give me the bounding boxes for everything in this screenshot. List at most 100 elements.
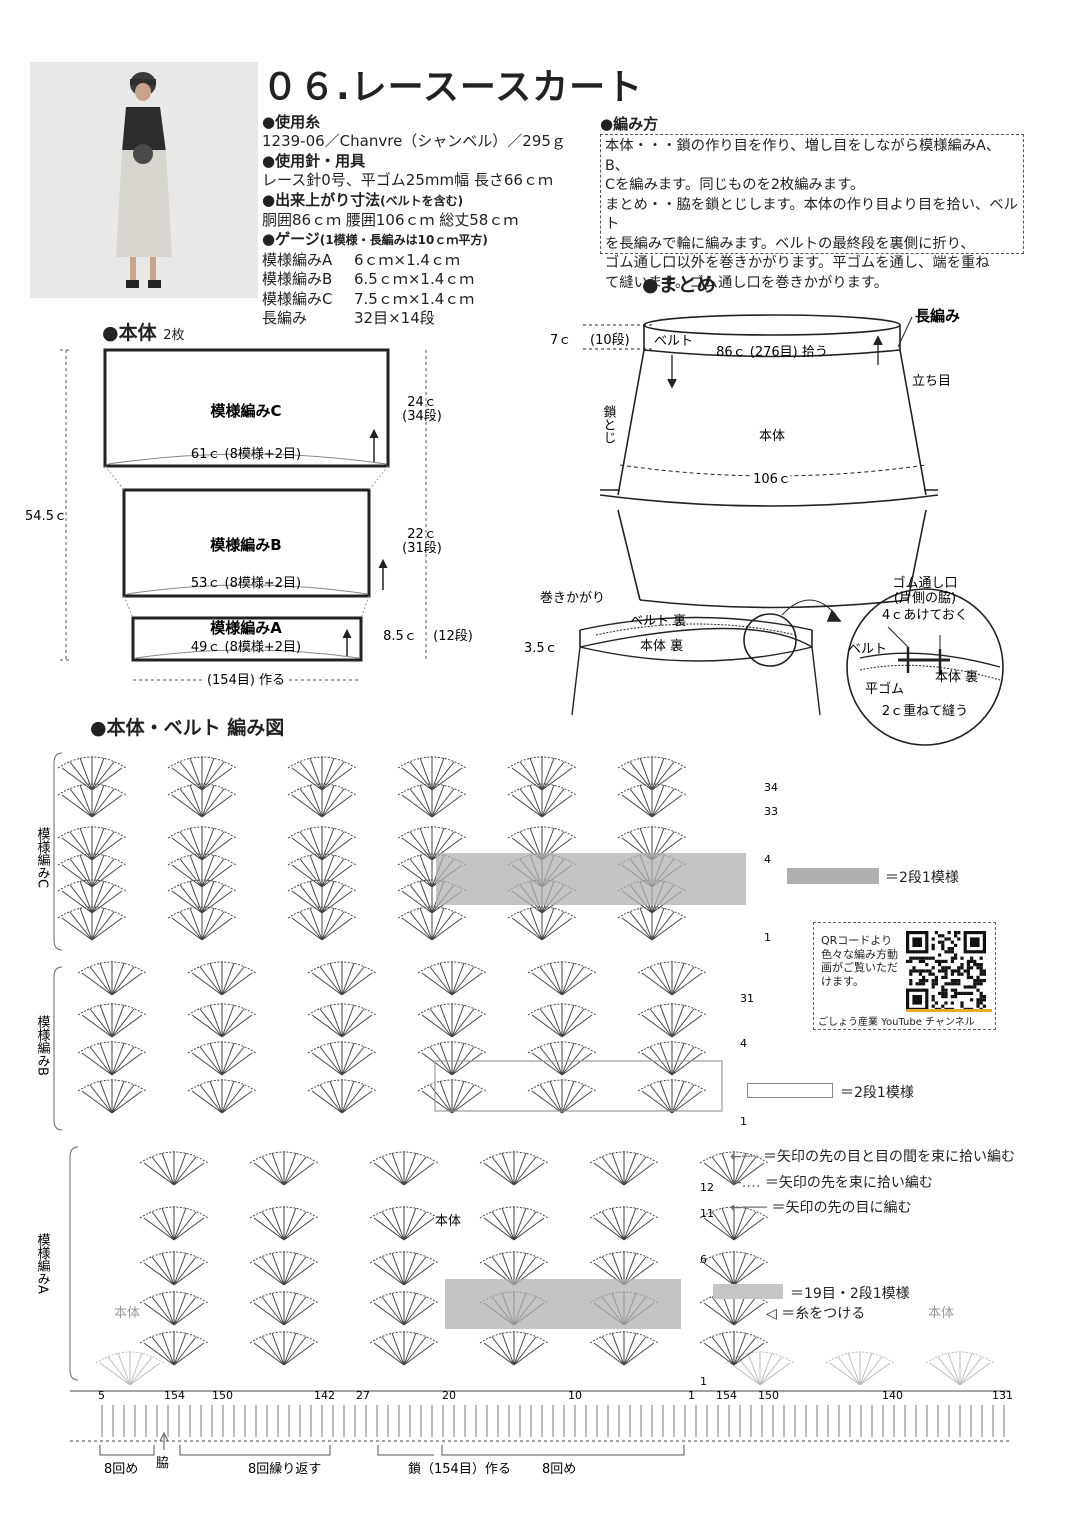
side-body-left: 本体 [114, 1306, 140, 1321]
panel-a-width: 49ｃ (8模様+2目) [191, 640, 301, 655]
side-label-b: 模様編みB [35, 1015, 51, 1076]
matome-heading: ●まとめ [642, 274, 716, 296]
body-label: 本体 [759, 429, 785, 444]
belt-rows: (10段) [590, 333, 630, 348]
stitch-chart: 模様編みC 模様編みB 模様編みA 本体 本体 本体 34 33 4 1 31 [35, 752, 1013, 1477]
stitch-num: 154 [164, 1389, 185, 1402]
panel-b-rows: (31段) [402, 541, 442, 556]
start-chain: (154目) 作る [207, 673, 285, 688]
stitch-num: 140 [882, 1389, 903, 1402]
qr-caption: ごしょう産業 YouTube チャンネル [818, 1017, 975, 1028]
method-line: 本体・・・鎖の作り目を作り、増し目をしながら模様編みA、B、 [605, 138, 1001, 174]
pattern-c-rows [58, 756, 686, 940]
bottom-repeat-right: 8回め [542, 1462, 576, 1477]
c-repeat-highlight [436, 853, 746, 905]
yarn-value: 1239-06／Chanvre（シャンベル）／295ｇ [262, 132, 566, 151]
row-num: 4 [764, 853, 771, 866]
a-repeat-highlight [445, 1279, 681, 1329]
qr-text: QRコードより色々な編み方動画がご覧いただけます。 [821, 934, 898, 988]
row-num: 11 [700, 1207, 714, 1220]
side-label-c: 模様編みC [35, 827, 51, 888]
model-photo [30, 62, 258, 298]
svg-text:立ち目: 立ち目 [912, 374, 951, 389]
side-body-right: 本体 [928, 1306, 954, 1321]
method-line: を長編みで輪に編みます。ベルトの最終段を裏側に折り、 [605, 235, 975, 252]
row-num: 4 [740, 1037, 747, 1050]
method-line: まとめ・・脇を鎖とじします。本体の作り目より目を拾い、ベルト [605, 196, 1018, 233]
turning-chain: 立ち目 [912, 374, 951, 389]
pattern-a-rows [140, 1151, 768, 1365]
elastic: 平ゴム [865, 681, 904, 697]
b-repeat-frame [434, 1060, 723, 1112]
stitch-num: 10 [568, 1389, 582, 1402]
method-line: ゴム通し口以外を巻きかがります。平ゴムを通し、端を重ね [605, 255, 990, 271]
needles-value: レース針0号、平ゴム25mm幅 長さ66ｃｍ [262, 171, 553, 190]
method-box: 本体・・・鎖の作り目を作り、増し目をしながら模様編みA、B、 Cを編みます。同じ… [600, 134, 1024, 291]
legend-arrow-between: ←┄┄ ＝矢印の先の目と目の間を束に拾い編む [730, 1149, 1016, 1165]
stitch-num: 142 [314, 1389, 335, 1402]
panel-b-label: 模様編みB [210, 536, 281, 554]
panel-a [131, 616, 363, 662]
side-label-a: 模様編みA [35, 1233, 51, 1294]
stitch-num: 154 [716, 1389, 737, 1402]
panel-a-rows: (12段) [433, 629, 473, 644]
panel-c-rows: (34段) [402, 409, 442, 424]
panel-b-height: 22ｃ [407, 527, 437, 542]
panel-c [103, 348, 390, 468]
body-schematic: 模様編みC 61ｃ (8模様+2目) 模様編みB 53ｃ (8模様+2目) 模様… [25, 348, 473, 691]
panel-c-label: 模様編みC [210, 402, 281, 420]
legend-attach: ◁ ＝糸をつける [766, 1306, 866, 1322]
belt-back: ベルト 裏 [630, 614, 686, 629]
panel-a-label: 模様編みA [210, 619, 282, 637]
row-num: 33 [764, 805, 778, 818]
belt-height: 7ｃ [550, 333, 571, 348]
row-num: 1 [700, 1375, 707, 1388]
row-num: 1 [740, 1115, 747, 1128]
panel-b-width: 53ｃ (8模様+2目) [191, 576, 301, 591]
qr-code-icon[interactable] [906, 931, 986, 1011]
finished-heading: ●出来上がり寸法(ベルトを含む) [262, 190, 464, 209]
opening-side: (片側の脇) [894, 591, 956, 606]
panel-c-width: 61ｃ (8模様+2目) [191, 447, 301, 462]
stitch-num: 27 [356, 1389, 370, 1402]
belt-pickup: 86ｃ (276目) 拾う [716, 345, 828, 360]
needles-heading: ●使用針・用具 [262, 151, 366, 170]
bottom-repeat-left: 8回め [104, 1462, 138, 1477]
stitch-num: 131 [992, 1389, 1013, 1402]
stitch-num: 1 [688, 1389, 695, 1402]
overlap: 2ｃ重ねて縫う [882, 703, 968, 719]
row-num: 6 [700, 1253, 707, 1266]
chart-body-label: 本体 [435, 1214, 461, 1229]
legend-a: ＝19目・2段1模様 [790, 1286, 910, 1302]
method-heading: ●編み方 [600, 115, 659, 133]
method-line: Cを編みます。同じものを2枚編みます。 [605, 177, 865, 193]
stitch-num: 150 [758, 1389, 779, 1402]
legend-arrow-bundle: ←‥‥ ＝矢印の先を束に拾い編む [730, 1175, 933, 1191]
fold-width: 3.5ｃ [524, 641, 558, 656]
bottom-chain: 鎖（154目）作る [408, 1461, 511, 1477]
finished-value: 胴囲86ｃｍ 腰囲106ｃｍ 総丈58ｃｍ [262, 211, 519, 230]
hip-measure: 106ｃ [753, 472, 791, 487]
row-num: 1 [764, 931, 771, 944]
panel-a-height: 8.5ｃ [383, 629, 417, 644]
spec-block: ●使用糸 1239-06／Chanvre（シャンベル）／295ｇ ●使用針・用具… [262, 113, 566, 328]
stitch-num: 5 [98, 1389, 105, 1402]
side-seam: 鎖とじ [601, 404, 617, 444]
gauge-heading: ●ゲージ(1模様・長編みは10ｃｍ平方) [262, 230, 488, 249]
legend-swatch-a [713, 1284, 783, 1299]
pattern-title: ０６.レースースカート [262, 67, 644, 108]
body-back: 本体 裏 [640, 639, 683, 654]
panel-c-height: 24ｃ [407, 395, 437, 410]
method-line: て縫います。ゴム通し口を巻きかがります。 [605, 274, 889, 291]
whip-stitch: 巻きかがり [540, 591, 605, 606]
stitch-num: 150 [212, 1389, 233, 1402]
stitch-num: 20 [442, 1389, 456, 1402]
opening-leave: 4ｃあけておく [882, 608, 968, 623]
side-ghost [95, 1350, 995, 1386]
legend-arrow-stitch: ←─── ＝矢印の先の目に編む [730, 1200, 912, 1216]
chart-heading: ●本体・ベルト 編み図 [90, 717, 285, 739]
qr-underline [906, 1009, 992, 1012]
